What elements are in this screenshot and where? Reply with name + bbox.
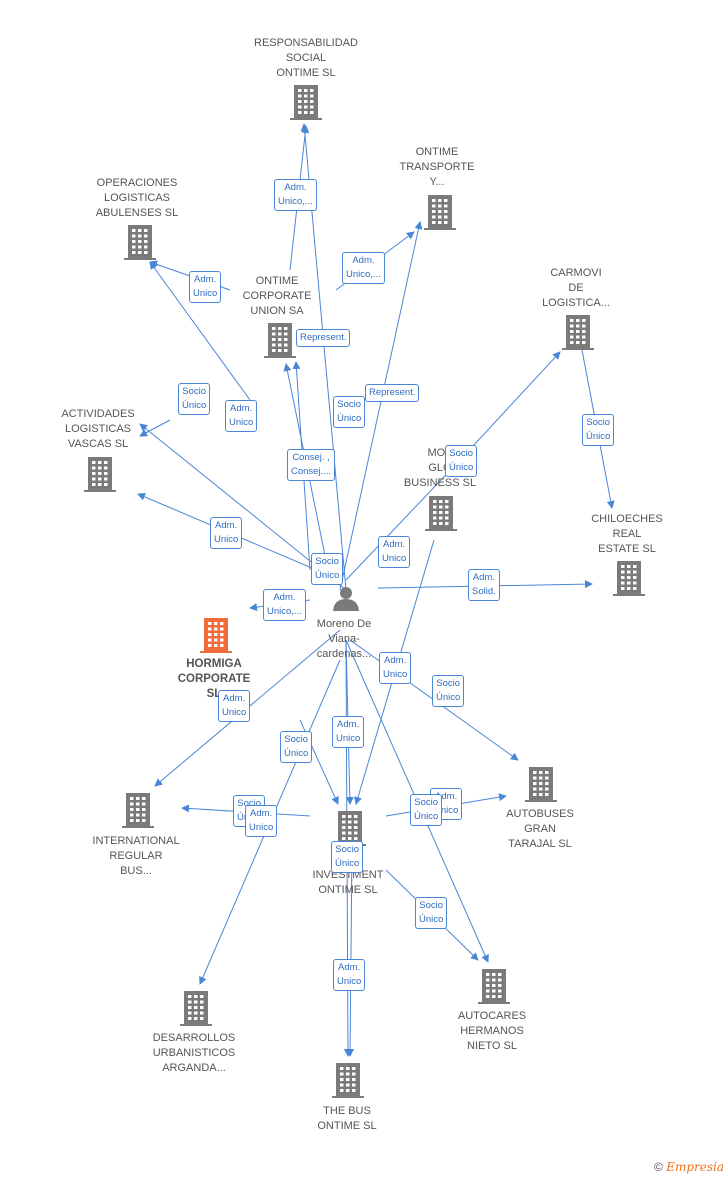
relationship-badge[interactable]: Adm. Unico — [218, 690, 251, 722]
relationship-badge[interactable]: Socio Único — [333, 396, 366, 428]
company-label[interactable]: AUTOBUSES GRAN TARAJAL SL — [506, 808, 574, 850]
edge-line — [339, 221, 423, 591]
person-icon[interactable] — [333, 587, 359, 611]
company-label[interactable]: AUTOCARES HERMANOS NIETO SL — [457, 1010, 527, 1052]
relationship-badge[interactable]: Adm. Unico — [379, 652, 412, 684]
relationship-badge[interactable]: Socio Único — [415, 897, 448, 929]
company-label[interactable]: ONTIME TRANSPORTE Y... — [399, 146, 475, 188]
relationship-badge[interactable]: Socio Único — [178, 383, 211, 415]
company-label[interactable]: RESPONSABILIDAD SOCIAL ONTIME SL — [254, 37, 358, 79]
relationship-badge[interactable]: Adm. Unico,... — [342, 252, 385, 284]
relationship-badge[interactable]: Adm. Unico — [333, 959, 366, 991]
building-icon[interactable] — [200, 618, 232, 653]
relationship-badge[interactable]: Consej. , Consej.... — [287, 449, 336, 481]
building-icon[interactable] — [478, 969, 510, 1004]
building-icon[interactable] — [562, 315, 594, 350]
footer: © Empresia — [654, 1160, 724, 1174]
edge-line — [346, 845, 355, 1057]
edge-line — [459, 351, 561, 461]
relationship-badge[interactable]: Adm. Unico — [189, 271, 222, 303]
relationship-badge[interactable]: Adm. Unico,... — [263, 589, 306, 621]
nodes — [84, 85, 645, 1098]
company-label[interactable]: HORMIGA CORPORATE SL — [177, 658, 251, 700]
relationship-badge[interactable]: Represent. — [365, 384, 420, 402]
building-icon[interactable] — [290, 85, 322, 120]
relationship-badge[interactable]: Adm. Unico — [378, 536, 411, 568]
relationship-badge[interactable]: Adm. Unico — [225, 400, 258, 432]
building-icon[interactable] — [332, 1063, 364, 1098]
building-icon[interactable] — [264, 323, 296, 358]
person-name[interactable]: Moreno De Viana- cardenas... — [316, 618, 372, 660]
edge-line — [149, 261, 251, 401]
relationship-badge[interactable]: Socio Único — [445, 445, 478, 477]
relationship-badge[interactable]: Socio Único — [410, 794, 443, 826]
relationship-badge[interactable]: Adm. Unico,... — [274, 179, 317, 211]
brand-logo[interactable]: Empresia — [666, 1160, 724, 1174]
company-label[interactable]: CARMOVI DE LOGISTICA... — [542, 267, 610, 309]
company-label[interactable]: THE BUS ONTIME SL — [317, 1105, 377, 1132]
relationship-badge[interactable]: Socio Único — [582, 414, 615, 446]
company-label[interactable]: MOV GLO BUSINESS SL — [403, 447, 477, 489]
building-icon[interactable] — [425, 496, 457, 531]
company-label[interactable]: DESARROLLOS URBANISTICOS ARGANDA... — [152, 1032, 236, 1074]
company-label[interactable]: INTERNATIONAL REGULAR BUS... — [92, 835, 180, 877]
building-icon[interactable] — [525, 767, 557, 802]
building-icon[interactable] — [84, 457, 116, 492]
relationship-badge[interactable]: Socio Único — [432, 675, 465, 707]
building-icon[interactable] — [424, 195, 456, 230]
edge-line — [139, 419, 171, 437]
building-icon[interactable] — [180, 991, 212, 1026]
company-label[interactable]: INVESTMENT ONTIME SL — [312, 869, 384, 896]
relationship-badge[interactable]: Adm. Unico — [210, 517, 243, 549]
relationship-badge[interactable]: Socio Único — [331, 841, 364, 873]
edge-line — [345, 459, 461, 581]
building-icon[interactable] — [613, 561, 645, 596]
company-label[interactable]: OPERACIONES LOGISTICAS ABULENSES SL — [95, 177, 179, 219]
building-icon[interactable] — [122, 793, 154, 828]
copyright-symbol: © — [654, 1160, 663, 1174]
relationship-badge[interactable]: Adm. Solid. — [468, 569, 500, 601]
relationship-badge[interactable]: Socio Único — [311, 553, 344, 585]
company-label[interactable]: ONTIME CORPORATE UNION SA — [242, 275, 312, 317]
building-icon[interactable] — [124, 225, 156, 260]
relationship-badge[interactable]: Adm. Unico — [332, 716, 365, 748]
relationship-badge[interactable]: Adm. Unico — [245, 805, 278, 837]
company-label[interactable]: ACTIVIDADES LOGISTICAS VASCAS SL — [61, 408, 135, 450]
relationship-badge[interactable]: Represent. — [296, 329, 351, 347]
company-label[interactable]: CHILOECHES REAL ESTATE SL — [591, 513, 663, 555]
relationship-badge[interactable]: Socio Único — [280, 731, 313, 763]
